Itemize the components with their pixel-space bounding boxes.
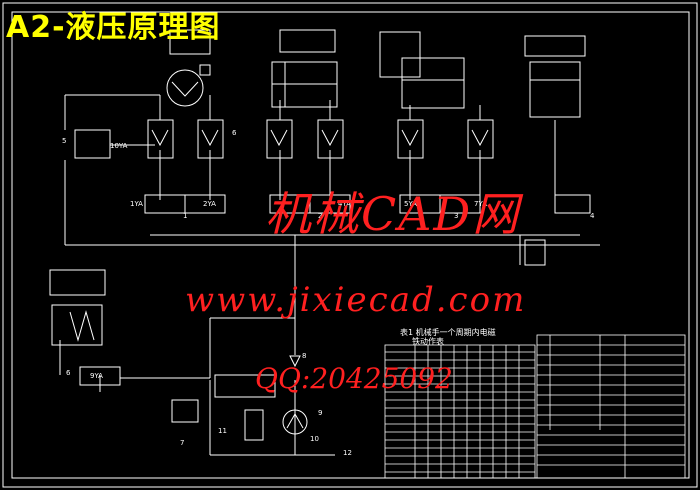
rotary-actuator [166, 69, 204, 107]
watermark-line-1: 机械CAD网 [265, 187, 521, 241]
label-1ya: 1YA [130, 200, 143, 208]
label-n12: 12 [343, 449, 352, 457]
label-n9: 9 [318, 409, 322, 417]
label-n1: 1 [183, 212, 187, 220]
label-n4: 4 [590, 212, 595, 220]
label-10ya: 10YA [110, 142, 128, 150]
directional-valves [74, 129, 591, 386]
flow-valves [147, 119, 494, 159]
table-caption-1: 表1 机械手一个周期内电磁 [400, 327, 496, 337]
pipelines [59, 94, 600, 456]
pump-group [171, 355, 308, 455]
label-n2: 2 [318, 212, 322, 220]
label-n6b: 6 [66, 369, 71, 377]
label-5ya: 5YA [404, 200, 417, 208]
label-n5: 5 [62, 137, 66, 145]
label-n10: 10 [310, 435, 319, 443]
label-n11: 11 [218, 427, 227, 435]
watermark-line-3: QQ:20425092 [255, 362, 453, 395]
table-caption-2: 铁动作表 [412, 336, 444, 346]
label-n6: 6 [232, 129, 237, 137]
drawing-title: A2-液压原理图 [6, 10, 221, 45]
electromagnet-table [384, 334, 686, 479]
label-n8: 8 [302, 352, 306, 360]
inner-frame [11, 11, 690, 479]
label-4ya: 4YA [338, 200, 351, 208]
label-n3: 3 [454, 212, 458, 220]
label-boxes [49, 29, 586, 296]
label-7ya: 7YA [474, 200, 487, 208]
label-n7: 7 [180, 439, 184, 447]
label-9ya: 9YA [90, 372, 103, 380]
watermark-line-2: www.jixiecad.com [185, 280, 527, 320]
label-2ya: 2YA [203, 200, 216, 208]
